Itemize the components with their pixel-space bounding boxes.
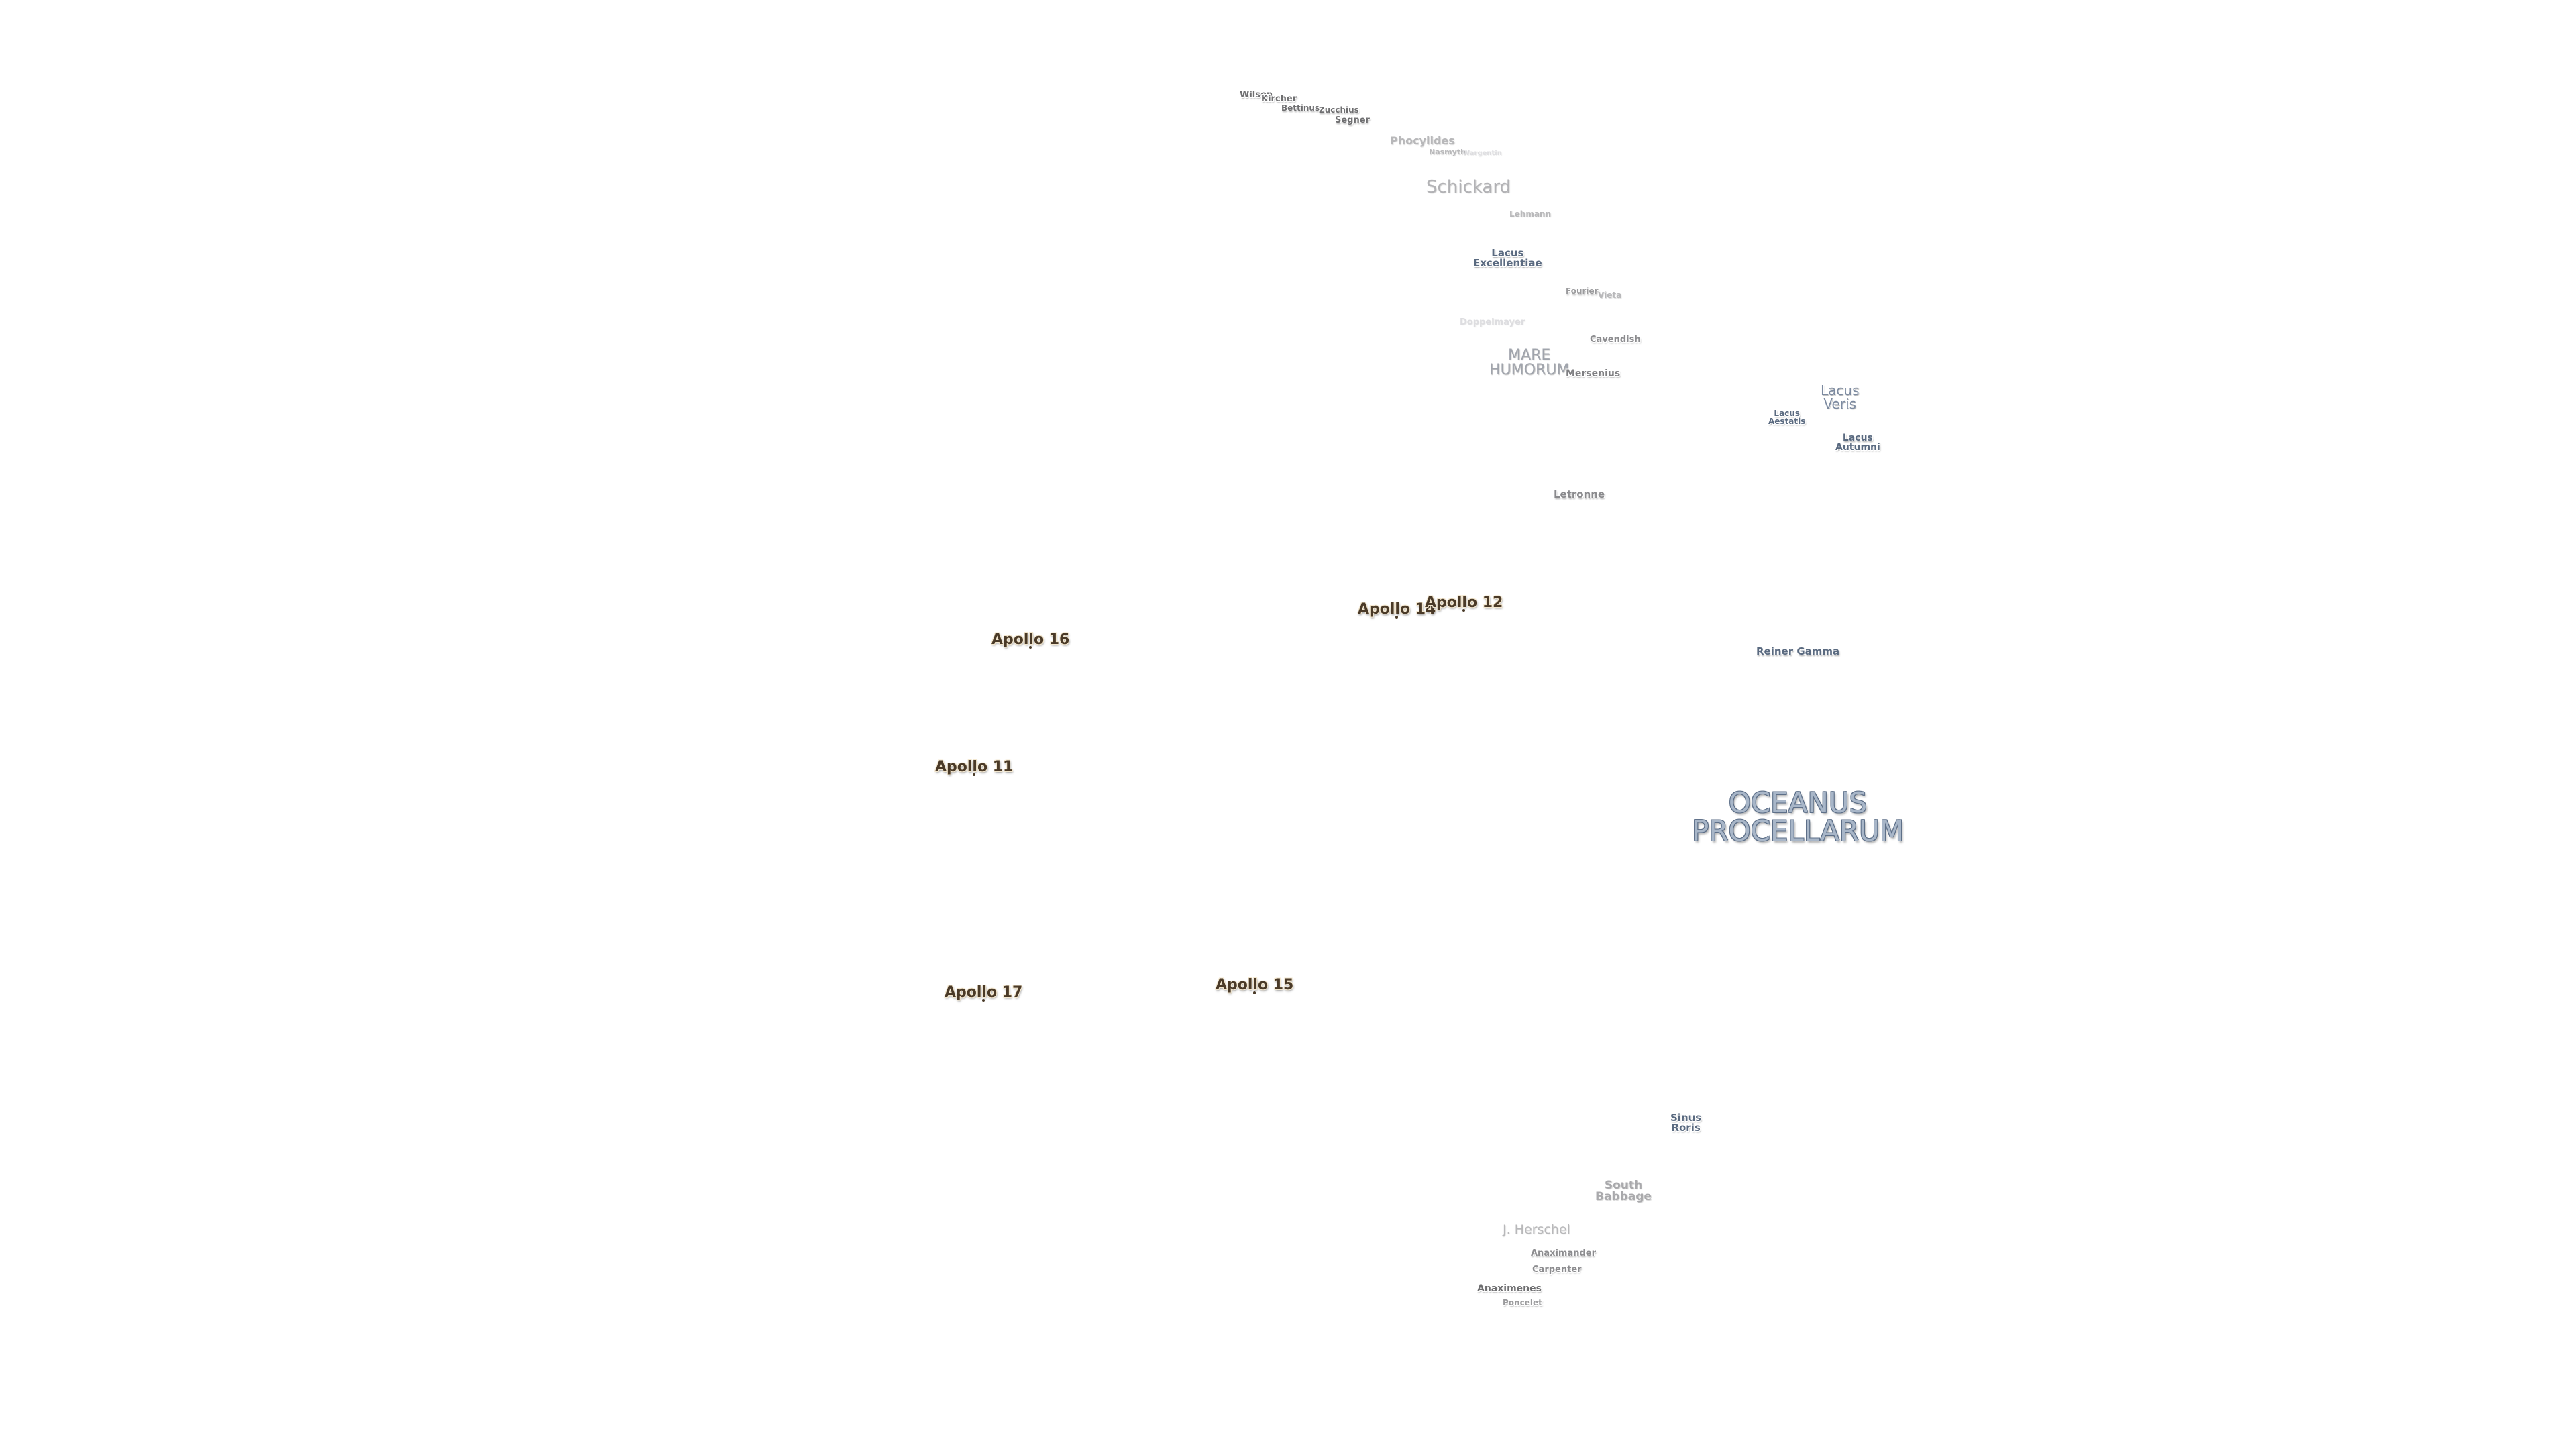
apollo-12-label[interactable]: Apollo 12 [1425, 594, 1503, 612]
lacus-autumni-label[interactable]: Lacus Autumni [1835, 433, 1880, 453]
doppelmayer-label[interactable]: Doppelmayer [1460, 317, 1525, 327]
apollo-14-marker [1395, 616, 1399, 619]
apollo-11-marker [973, 773, 976, 776]
lacus-aestatis-label[interactable]: Lacus Aestatis [1768, 409, 1806, 426]
poncelet-label[interactable]: Poncelet [1503, 1298, 1542, 1307]
apollo-11-label[interactable]: Apollo 11 [935, 759, 1014, 776]
wargentin-label[interactable]: Wargentin [1462, 150, 1502, 157]
lacus-excellentiae-label[interactable]: Lacus Excellentiae [1473, 247, 1542, 269]
anaximenes-label[interactable]: Anaximenes [1477, 1283, 1542, 1294]
mare-humorum-label[interactable]: MARE HUMORUM [1489, 347, 1570, 378]
schickard-label[interactable]: Schickard [1426, 177, 1511, 197]
apollo-16-marker [1029, 646, 1032, 649]
sinus-roris-label[interactable]: Sinus Roris [1670, 1112, 1702, 1134]
mersenius-label[interactable]: Mersenius [1566, 368, 1621, 379]
anaximander-label[interactable]: Anaximander [1531, 1248, 1597, 1258]
reiner-gamma-label[interactable]: Reiner Gamma [1756, 645, 1840, 657]
south-babbage-label[interactable]: South Babbage [1595, 1179, 1652, 1203]
apollo-17-marker [982, 999, 985, 1002]
nasmyth-label[interactable]: Nasmyth [1429, 148, 1466, 156]
j-herschel-label[interactable]: J. Herschel [1503, 1222, 1570, 1237]
lehmann-label[interactable]: Lehmann [1509, 209, 1552, 219]
apollo-14-label[interactable]: Apollo 14 [1358, 601, 1436, 619]
phocylides-label[interactable]: Phocylides [1390, 134, 1455, 147]
apollo-17-label[interactable]: Apollo 17 [945, 984, 1023, 1002]
apollo-12-marker [1462, 609, 1466, 612]
lacus-veris-label[interactable]: Lacus Veris [1821, 382, 1860, 412]
bettinus-label[interactable]: Bettinus [1281, 103, 1320, 113]
letronne-label[interactable]: Letronne [1554, 488, 1605, 500]
zucchius-label[interactable]: Zucchius [1319, 105, 1359, 115]
segner-label[interactable]: Segner [1335, 115, 1370, 125]
carpenter-label[interactable]: Carpenter [1532, 1265, 1582, 1275]
vieta-label[interactable]: Vieta [1598, 290, 1622, 300]
kircher-label[interactable]: Kircher [1261, 94, 1297, 104]
apollo-15-label[interactable]: Apollo 15 [1216, 977, 1294, 994]
apollo-15-marker [1253, 991, 1256, 994]
cavendish-label[interactable]: Cavendish [1590, 335, 1641, 345]
apollo-16-label[interactable]: Apollo 16 [991, 631, 1070, 649]
oceanus-procellarum-label[interactable]: OCEANUS PROCELLARUM [1692, 786, 1904, 847]
fourier-label[interactable]: Fourier [1566, 286, 1599, 296]
wilson-label[interactable]: Wilson [1240, 90, 1273, 100]
